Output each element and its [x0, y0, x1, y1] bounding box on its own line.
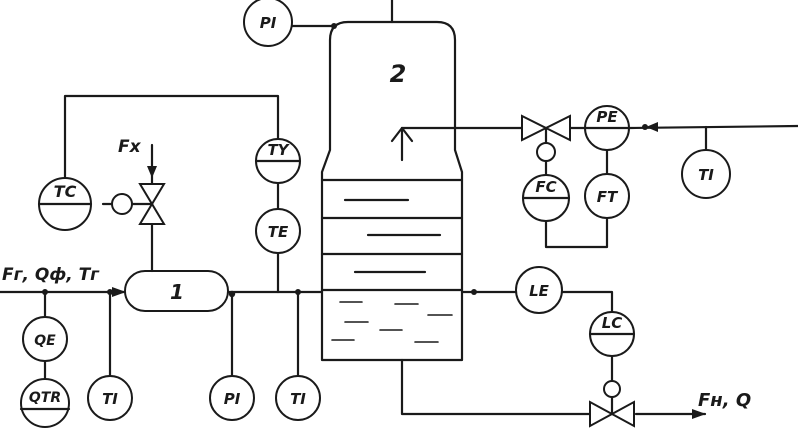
svg-text:QTR: QTR	[29, 390, 61, 406]
feed-line: Fг, Qф, Tг	[0, 265, 324, 298]
reflux-temperature-indicator: TI	[681, 149, 731, 199]
svg-text:TI: TI	[290, 390, 306, 408]
svg-text:TE: TE	[268, 223, 289, 241]
tc-indicator: TC	[37, 177, 93, 231]
svg-text:PE: PE	[596, 108, 618, 126]
le-indicator: LE	[515, 266, 563, 314]
feed-temperature-indicator: TI	[87, 290, 133, 421]
fc-indicator: FC	[521, 174, 571, 222]
flow-control-loop: PE FC FT	[521, 105, 631, 249]
coolant-stream-label: Fх	[118, 137, 142, 157]
product-control-valve	[589, 380, 635, 428]
svg-text:TI: TI	[102, 390, 118, 408]
heater-outlet-pressure-indicator: PI	[209, 292, 255, 421]
svg-text:PI: PI	[260, 14, 277, 32]
svg-text:QE: QE	[34, 333, 56, 349]
svg-text:LC: LC	[602, 314, 623, 332]
lc-indicator: LC	[588, 311, 636, 357]
svg-text:FC: FC	[535, 178, 556, 196]
column-pressure-indicator: PI	[243, 0, 337, 47]
svg-text:PI: PI	[224, 390, 241, 408]
temperature-loop: TC TY TE	[37, 94, 302, 294]
svg-text:TI: TI	[698, 166, 714, 184]
distillation-column: 2	[320, 0, 464, 362]
ty-indicator: TY	[254, 138, 302, 184]
column-number-label: 2	[390, 60, 407, 88]
te-indicator: TE	[255, 208, 301, 254]
feed-quality-loop: QE QTR	[19, 290, 71, 428]
svg-text:LE: LE	[529, 282, 550, 300]
heater-outlet-temperature-indicator: TI	[275, 290, 321, 421]
heater-number-label: 1	[170, 280, 184, 304]
reflux-control-valve	[521, 114, 571, 177]
reflux-line	[400, 122, 798, 152]
feed-stream-label: Fг, Qф, Tг	[2, 265, 100, 285]
qtr-indicator: QTR	[19, 378, 71, 428]
level-loop: LE LC	[460, 266, 636, 382]
product-stream-label: Fн, Q	[698, 390, 751, 411]
svg-text:TC: TC	[54, 182, 77, 201]
svg-text:TY: TY	[267, 141, 290, 159]
ft-indicator: FT	[584, 173, 630, 219]
product-line: Fн, Q	[400, 358, 751, 419]
svg-text:FT: FT	[597, 188, 619, 206]
pe-indicator: PE	[583, 105, 631, 151]
coolant-control-valve	[101, 183, 166, 225]
qe-indicator: QE	[22, 316, 68, 362]
heat-exchanger: 1	[124, 270, 229, 312]
